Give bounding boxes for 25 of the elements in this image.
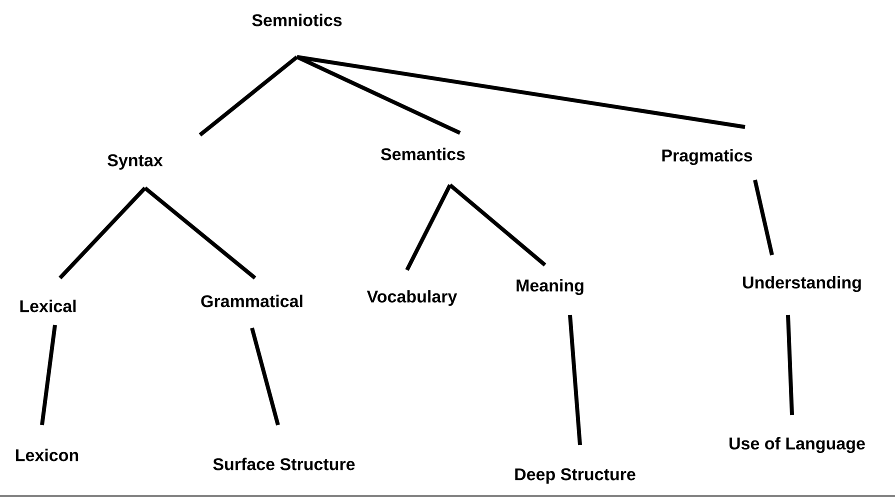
node-label: Pragmatics bbox=[662, 149, 752, 165]
connector-line bbox=[198, 55, 298, 137]
node-label: Deep Structure bbox=[515, 468, 636, 484]
node-label: Lexicon bbox=[16, 448, 78, 462]
node-label: Semniotics bbox=[252, 14, 342, 26]
node-label: Grammatical bbox=[201, 294, 302, 308]
connector-line bbox=[568, 314, 582, 446]
connector-line bbox=[448, 183, 546, 267]
node-label: Understanding bbox=[743, 276, 861, 292]
connector-line bbox=[405, 184, 452, 271]
connector-line bbox=[250, 327, 280, 426]
node-label: Meaning bbox=[516, 279, 584, 295]
connector-line bbox=[296, 55, 461, 135]
connector-line bbox=[753, 180, 774, 256]
node-label: Vocabulary bbox=[366, 290, 458, 306]
connector-line bbox=[144, 186, 256, 280]
connector-line bbox=[786, 314, 794, 416]
node-label: Surface Structure bbox=[213, 458, 355, 470]
connector-line bbox=[296, 55, 746, 129]
node-label: Use of Language bbox=[730, 437, 865, 453]
node-label: Lexical bbox=[20, 300, 76, 312]
node-label: Syntax bbox=[108, 154, 163, 170]
node-label: Semantics bbox=[380, 148, 465, 160]
connector-line bbox=[58, 186, 146, 280]
connector-line bbox=[40, 324, 57, 426]
